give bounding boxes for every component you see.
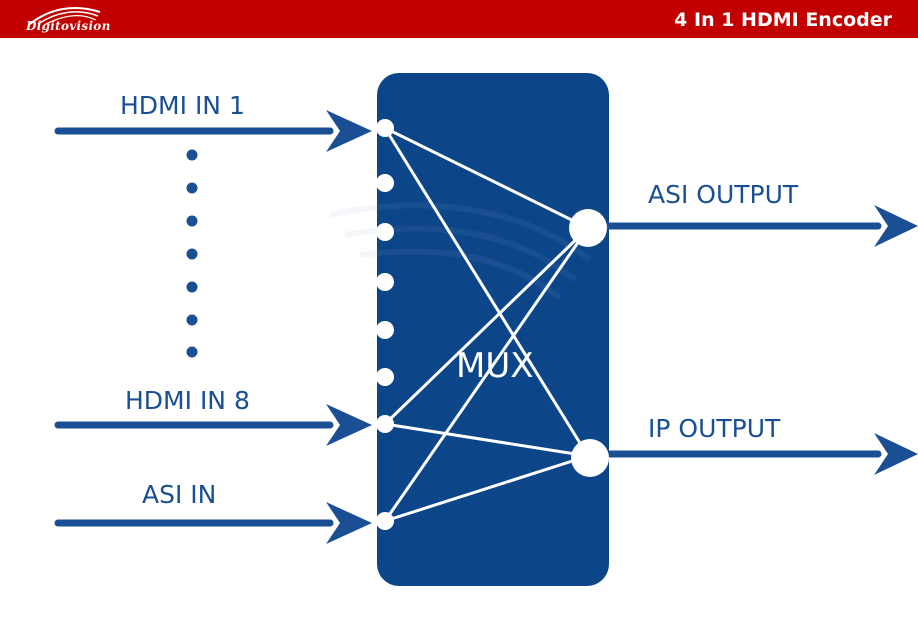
ip-output-arrow [604, 433, 918, 475]
node-hdmi-in-6 [376, 368, 394, 386]
node-hdmi-in-3 [376, 223, 394, 241]
node-hdmi-in-5 [376, 321, 394, 339]
node-ip-output [571, 439, 609, 477]
node-hdmi-in-2 [376, 174, 394, 192]
node-hdmi-in-4 [376, 273, 394, 291]
asi-in-label: ASI IN [142, 480, 217, 509]
asi-in-arrow [54, 502, 372, 544]
hdmi-in-8-arrow [54, 404, 372, 446]
digitovision-logo [29, 7, 101, 25]
header-bar: Digitovision 4 In 1 HDMI Encoder [0, 0, 918, 38]
mux-block [377, 73, 609, 586]
node-hdmi-in-1 [376, 119, 394, 137]
ip-output-label: IP OUTPUT [648, 414, 781, 443]
page-title: 4 In 1 HDMI Encoder [674, 9, 892, 31]
brand-name: Digitovision [26, 19, 111, 33]
mux-connection-lines [383, 126, 590, 523]
asi-output-label: ASI OUTPUT [648, 180, 799, 209]
hdmi-in-1-arrow [54, 110, 372, 152]
asi-output-arrow [604, 205, 918, 247]
hdmi-in-1-label: HDMI IN 1 [120, 91, 245, 120]
node-asi-in [376, 512, 394, 530]
node-asi-output [569, 209, 607, 247]
mux-label: MUX [456, 346, 534, 386]
hdmi-in-8-label: HDMI IN 8 [125, 386, 250, 415]
input-ellipsis-dots [186, 149, 198, 358]
node-hdmi-in-8 [376, 415, 394, 433]
mux-input-nodes [376, 119, 394, 530]
